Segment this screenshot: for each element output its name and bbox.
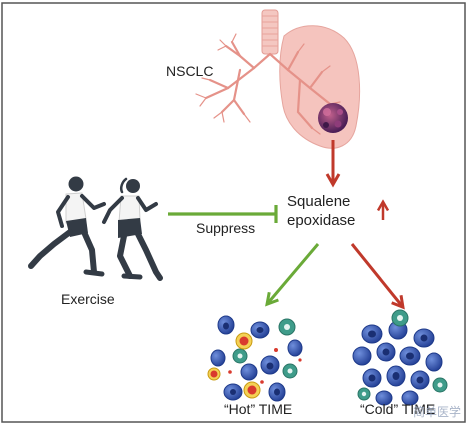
cold-time-cells (352, 309, 448, 406)
hot-time-cells (207, 315, 303, 402)
squalene-epoxidase-label: Squalene epoxidase (287, 192, 397, 230)
tumor-icon (318, 103, 348, 133)
to-hot-time-arrow (265, 243, 320, 307)
watermark: 简单医学 (412, 405, 461, 419)
nsclc-label: NSCLC (166, 63, 214, 79)
suppress-label: Suppress (196, 220, 256, 236)
hot-time-label: “Hot” TIME (224, 401, 293, 417)
to-cold-time-arrow (350, 243, 405, 310)
squalene-label-line-2: epoxidase (287, 212, 356, 229)
exercise-label: Exercise (61, 291, 115, 307)
suppress-arrow (168, 205, 278, 223)
squalene-label-line-1: Squalene (287, 193, 351, 210)
cold-time-label: “Cold” TIME (360, 401, 436, 417)
runners-icon (28, 176, 163, 281)
